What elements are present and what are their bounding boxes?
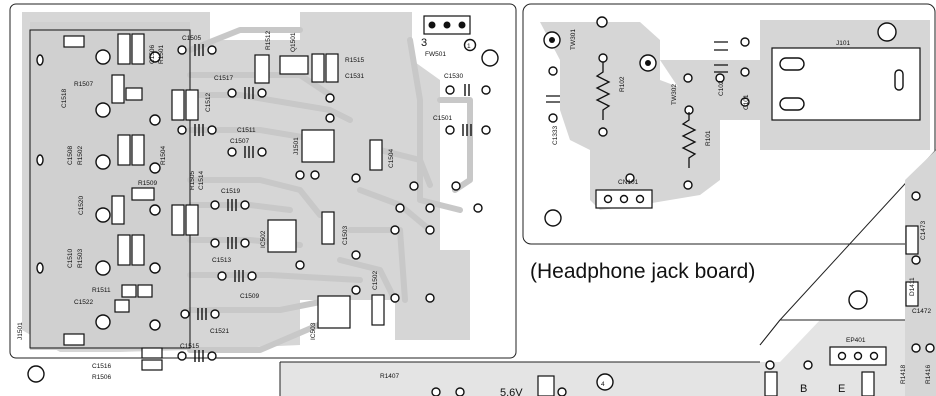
cap-symbols (194, 44, 472, 362)
label-r1515: R1515 (345, 57, 365, 64)
label-c1503: C1503 (342, 225, 349, 245)
label-r1512: R1512 (265, 30, 272, 50)
component-labels: C1505 R1512 Q1501 C1506 R1501 R1515 C153… (17, 29, 932, 396)
label-d1411: D1411 (909, 277, 916, 296)
label-c1511: C1511 (237, 127, 256, 134)
j1501-connector (29, 29, 191, 349)
marker-three: 3 (421, 37, 427, 49)
label-c1504: C1504 (388, 148, 395, 168)
label-c1502: C1502 (372, 270, 379, 290)
label-c1515: C1515 (180, 343, 200, 350)
label-b: B (800, 383, 807, 395)
label-r1505: R1505 (189, 170, 196, 190)
label-c1508: C1508 (67, 145, 74, 165)
label-c101: C101 (743, 94, 750, 110)
label-r1503: R1503 (77, 248, 84, 268)
label-r1506: R1506 (92, 374, 112, 381)
label-r1507: R1507 (74, 81, 94, 88)
label-r1501: R1501 (158, 44, 165, 64)
label-ic501: J1501 (293, 137, 300, 155)
label-5v6: 5.6V (500, 387, 523, 396)
label-cn101: CN101 (618, 179, 639, 186)
label-c102: C102 (718, 80, 725, 96)
label-c1333: C1333 (552, 125, 559, 145)
label-c1505: C1505 (182, 35, 202, 42)
left-board-outline (9, 3, 517, 359)
label-r102: R102 (619, 76, 626, 92)
mounting-hole (481, 49, 499, 67)
label-c1522: C1522 (74, 299, 94, 306)
smd-parts (111, 33, 385, 371)
right-board-outline (522, 3, 936, 245)
marker-four: 4 (601, 381, 605, 388)
label-c1513: C1513 (212, 257, 232, 264)
label-ep401: EP401 (846, 337, 866, 344)
label-c1518: C1518 (61, 88, 68, 108)
label-c1506: C1506 (149, 44, 156, 64)
label-c1472: C1472 (912, 308, 932, 315)
label-c1507: C1507 (230, 138, 250, 145)
label-c1519: C1519 (221, 188, 241, 195)
label-fw501: FW501 (425, 51, 446, 58)
label-c1514: C1514 (198, 170, 205, 190)
label-q1501: Q1501 (290, 32, 297, 52)
label-c1530: C1530 (444, 73, 464, 80)
mounting-hole (27, 365, 45, 383)
capacitor-pads (177, 45, 491, 361)
label-r1407: R1407 (380, 373, 400, 380)
label-r1418: R1418 (900, 364, 907, 384)
label-r1509: R1509 (138, 180, 158, 187)
label-c1512: C1512 (205, 92, 212, 112)
caption-headphone-jack-board: (Headphone jack board) (530, 260, 755, 283)
label-tw301: TW301 (570, 29, 577, 50)
marker-one: 1 (467, 43, 471, 50)
label-c1521: C1521 (210, 328, 230, 335)
connector-pins (36, 49, 161, 331)
label-e: E (838, 383, 845, 395)
label-ic502: IC502 (260, 230, 267, 248)
mounting-hole (544, 209, 562, 227)
label-c1516: C1516 (92, 363, 112, 370)
label-c1520: C1520 (78, 195, 85, 215)
label-c1473: C1473 (920, 220, 927, 240)
label-r101: R101 (705, 130, 712, 146)
label-r1416: R1416 (925, 364, 932, 384)
left-board: 1 3 (9, 3, 517, 383)
mounting-hole (848, 290, 868, 310)
label-r1504: R1504 (160, 145, 167, 165)
label-r1511: R1511 (92, 287, 111, 294)
label-j101: J101 (836, 40, 850, 47)
label-r1502: R1502 (77, 145, 84, 165)
label-c1509: C1509 (240, 293, 260, 300)
label-c1501: C1501 (433, 115, 453, 122)
label-ic503: IC503 (310, 322, 317, 340)
label-tw302: TW302 (671, 84, 678, 105)
mounting-hole (877, 22, 897, 42)
right-board (522, 3, 936, 245)
label-j1501: J1501 (17, 322, 24, 340)
label-c1517: C1517 (214, 75, 234, 82)
bottom-board: 4 (279, 149, 936, 396)
label-c1510: C1510 (67, 248, 74, 268)
ic-chips (267, 129, 351, 329)
label-c1531: C1531 (345, 73, 365, 80)
